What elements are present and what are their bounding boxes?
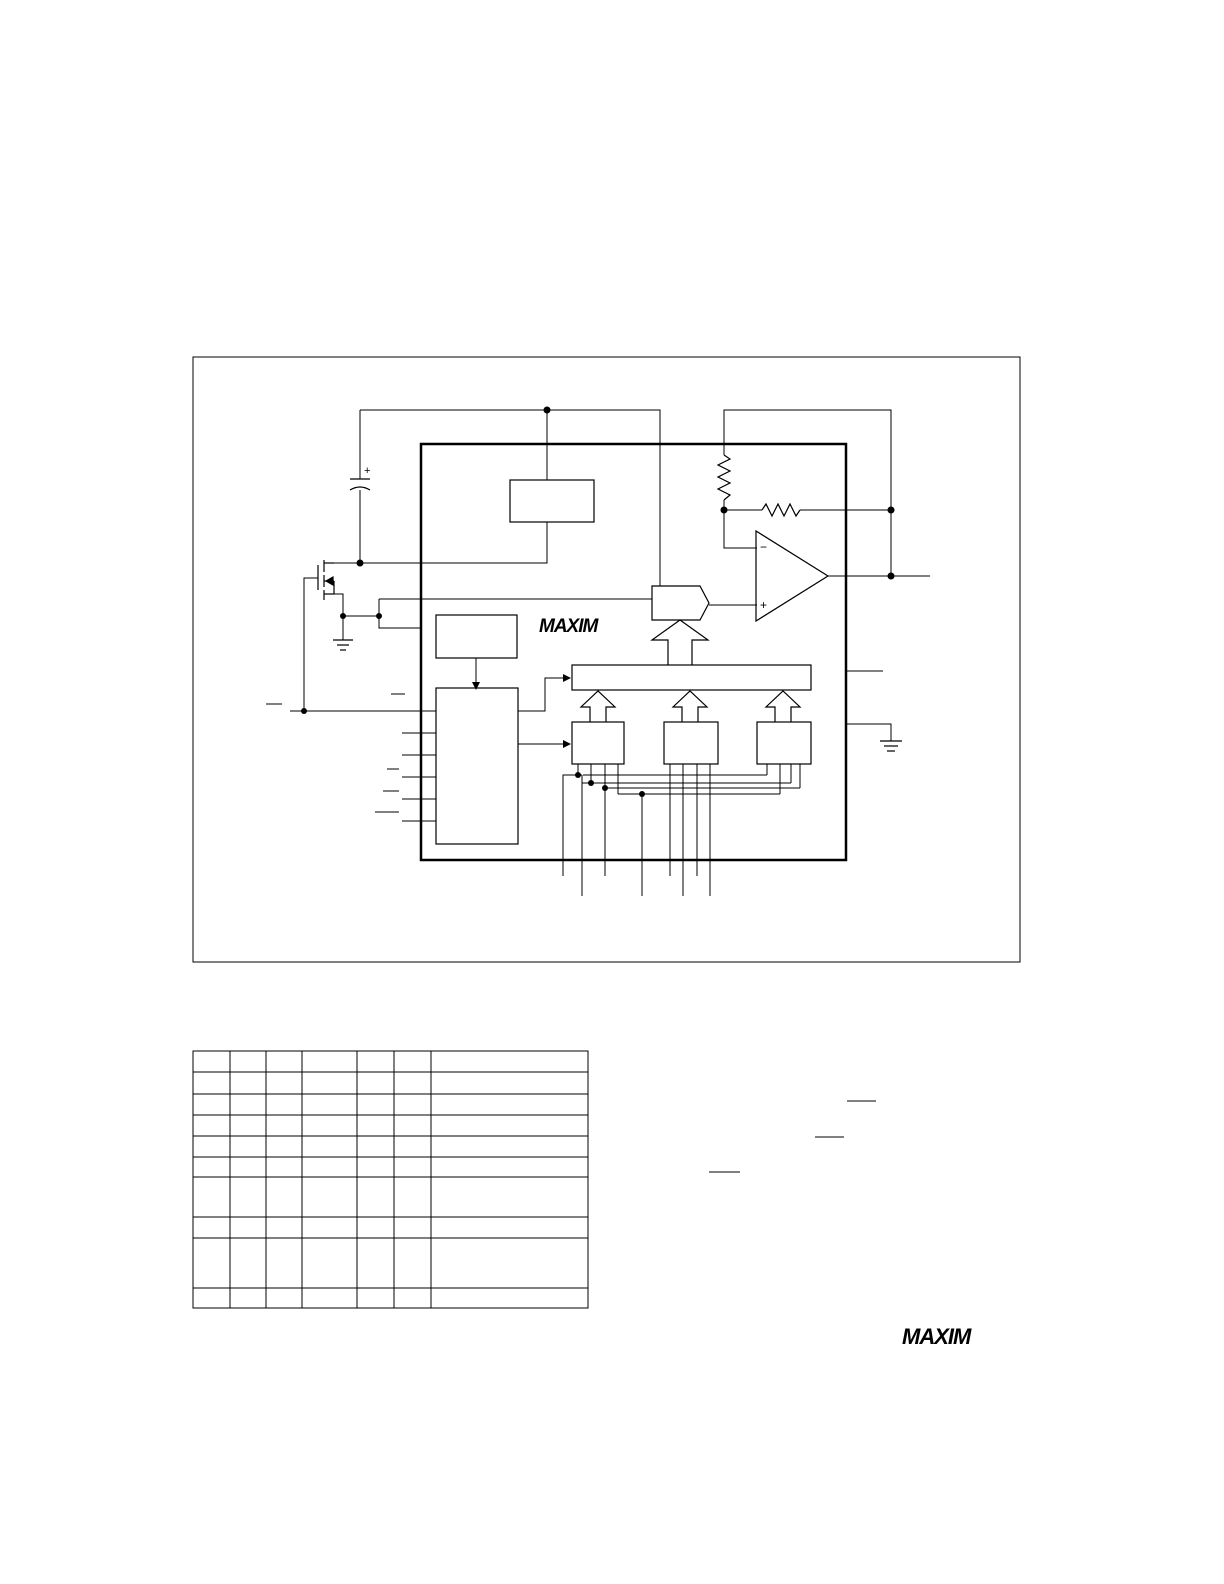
reference-block: [509, 479, 595, 523]
bus-arrow-latch-1: [579, 690, 617, 722]
pin-table-grid: [192, 1050, 589, 1309]
input-latch-3: [756, 721, 812, 765]
chip-logo: MAXIM: [539, 616, 600, 637]
arrowhead-to-latch-1: [563, 740, 571, 748]
bus-arrow-main: [650, 619, 710, 665]
circuit-wires: [266, 409, 930, 896]
ground-symbol-left: [333, 639, 353, 651]
figure-frame: [192, 356, 1021, 963]
input-latch-1: [571, 721, 625, 765]
oscillator-block: [435, 614, 518, 659]
opamp-triangle: [755, 529, 830, 623]
opamp-minus-label: −: [760, 540, 767, 554]
opamp-plus-label: +: [760, 598, 767, 612]
junction-dots: [301, 406, 895, 797]
dac-register-bar: [571, 664, 812, 691]
arrowhead-to-dac-register: [563, 674, 571, 682]
arrowhead-osc-to-logic: [472, 682, 480, 690]
dac-output-block: [651, 585, 710, 621]
control-logic-block: [435, 687, 519, 845]
footer-logo: MAXIM: [902, 1324, 972, 1349]
bus-arrow-latch-3: [764, 690, 802, 722]
bus-arrow-latch-2: [671, 690, 709, 722]
capacitor-symbol: [349, 478, 371, 491]
resistor-horizontal: [761, 502, 801, 518]
input-latch-2: [663, 721, 719, 765]
ground-symbol-right: [880, 740, 902, 752]
mosfet-symbol: [317, 560, 335, 600]
text-overbars: [709, 1100, 876, 1173]
resistor-vertical: [716, 454, 732, 501]
ic-chip-outline: [419, 442, 848, 862]
capacitor-plus-label: +: [364, 465, 370, 477]
